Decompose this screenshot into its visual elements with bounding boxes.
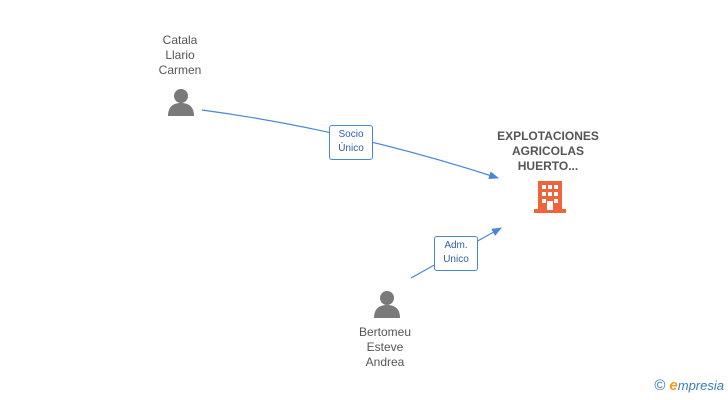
company-name-line: HUERTO...: [517, 159, 579, 173]
company-name[interactable]: EXPLOTACIONES AGRICOLAS HUERTO...: [486, 129, 610, 174]
person-icon[interactable]: [168, 89, 194, 116]
person-icon[interactable]: [374, 291, 400, 318]
name-line: Carmen: [158, 63, 202, 77]
name-line: Llario: [165, 48, 195, 62]
company-name-line: EXPLOTACIONES: [497, 129, 599, 143]
copyright-icon: ©: [654, 376, 666, 394]
person-name-bertomeu[interactable]: Bertomeu Esteve Andrea: [345, 325, 425, 370]
name-line: Andrea: [365, 355, 405, 369]
name-line: Bertomeu: [358, 325, 412, 339]
edge-label-adm-unico: Adm. Unico: [434, 236, 478, 271]
person-name-catala[interactable]: Catala Llario Carmen: [140, 33, 220, 78]
brand-name: mpresia: [677, 377, 724, 393]
empresia-logo: © empresia: [654, 376, 724, 394]
edge-label-line: Socio: [338, 129, 364, 140]
name-line: Esteve: [366, 340, 404, 354]
name-line: Catala: [162, 33, 198, 47]
edge-label-line: Unico: [443, 254, 469, 265]
building-icon[interactable]: [534, 181, 566, 213]
edge-label-line: Adm.: [444, 240, 468, 251]
company-name-line: AGRICOLAS: [512, 144, 584, 158]
brand-initial: e: [669, 376, 678, 394]
edge-label-line: Único: [338, 143, 364, 154]
edge-label-socio-unico: Socio Único: [329, 125, 373, 160]
